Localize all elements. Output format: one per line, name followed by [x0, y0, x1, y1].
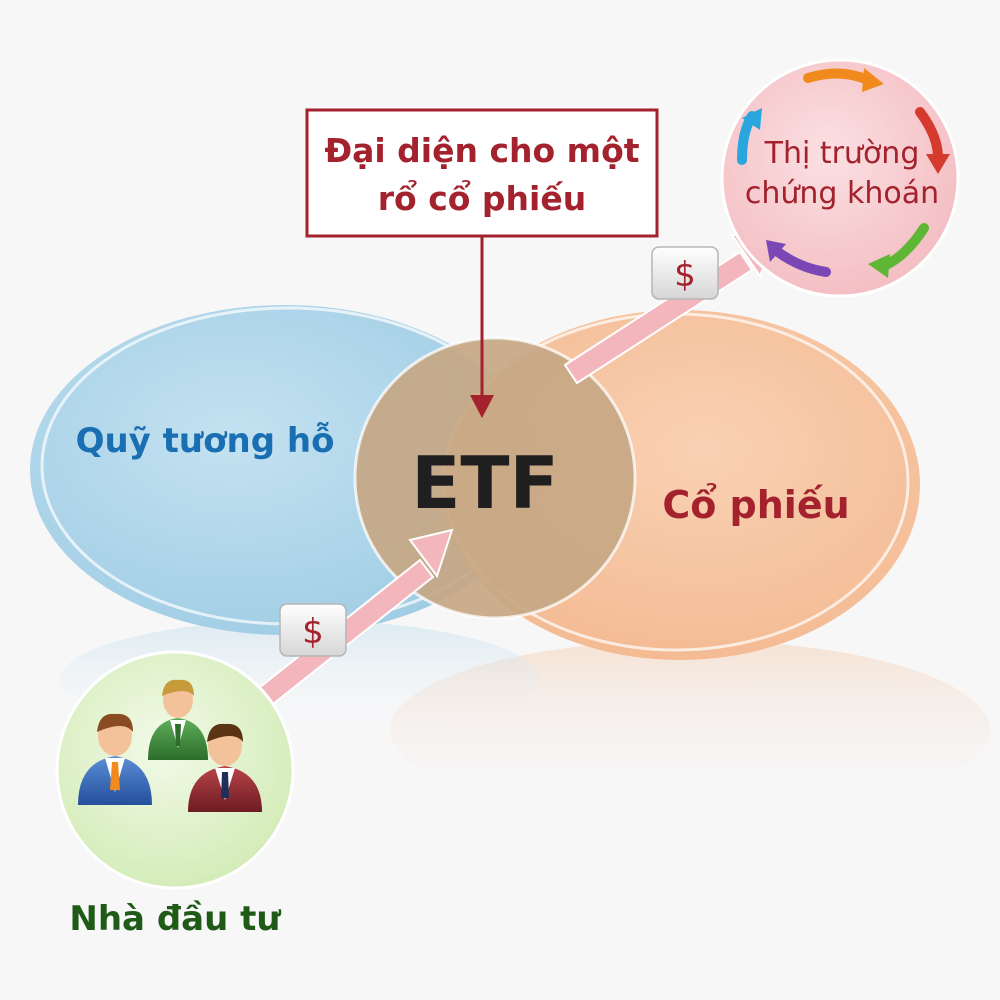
stock-market-circle [720, 58, 960, 298]
person-blue-icon [78, 713, 152, 805]
market-label-line2: chứng khoán [745, 176, 939, 211]
investor-circle [55, 650, 295, 890]
stocks-label: Cổ phiếu [662, 483, 849, 527]
callout-line2: rổ cổ phiếu [378, 178, 586, 218]
etf-label: ETF [411, 441, 558, 525]
orange-reflection [390, 640, 990, 820]
market-cycle-arrows [737, 68, 950, 278]
cycle-arrow-purple-icon [773, 247, 831, 277]
dollar-badge-bottom: $ [279, 603, 347, 657]
dollar-sign-bottom: $ [302, 612, 324, 652]
market-label-line1: Thị trường [764, 136, 920, 171]
etf-overlap-outline [353, 336, 637, 620]
basket-callout: Đại diện cho một rổ cổ phiếu [305, 108, 659, 418]
callout-line1: Đại diện cho một [324, 131, 639, 170]
investor-label: Nhà đầu tư [69, 899, 281, 939]
mutual-fund-label: Quỹ tương hỗ [76, 421, 335, 461]
investors-group-icon [78, 679, 262, 812]
person-green-icon [148, 679, 208, 760]
dollar-sign-top: $ [674, 255, 696, 295]
callout-box [305, 108, 659, 238]
dollar-badge-top: $ [651, 246, 719, 300]
callout-pointer-head [470, 395, 494, 418]
person-red-icon [188, 723, 262, 812]
